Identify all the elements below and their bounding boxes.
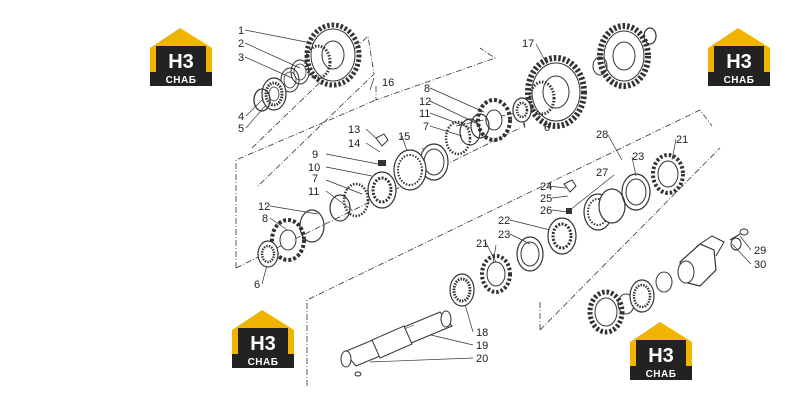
callout-1: 1 bbox=[238, 25, 244, 37]
callout-6b: 6 bbox=[254, 279, 260, 291]
callout-8b: 8 bbox=[262, 213, 268, 225]
washer-part-30 bbox=[730, 237, 742, 251]
flange-yoke bbox=[677, 235, 725, 287]
callout-7b: 7 bbox=[312, 173, 318, 185]
callout-16: 16 bbox=[382, 77, 394, 89]
output-gear-assembly bbox=[587, 271, 673, 335]
callout-3: 3 bbox=[238, 52, 244, 64]
callout-11b: 11 bbox=[308, 186, 319, 198]
bearing-part-6-lower bbox=[257, 240, 279, 268]
callout-21a: 21 bbox=[676, 134, 688, 146]
callout-6a: 6 bbox=[544, 122, 550, 134]
callout-27: 27 bbox=[596, 167, 608, 179]
logo-watermark-bottom-left: Н3 СНАБ bbox=[232, 310, 294, 368]
synchro-hub-part-10 bbox=[367, 160, 397, 209]
bolt-part-29 bbox=[729, 228, 749, 241]
callout-23b: 23 bbox=[498, 229, 510, 241]
sleeve-part-27 bbox=[583, 188, 626, 231]
logo-sub: СНАБ bbox=[724, 75, 755, 86]
washer-part-2 bbox=[290, 59, 310, 85]
callout-12b: 12 bbox=[258, 201, 270, 213]
callout-10: 10 bbox=[308, 162, 320, 174]
logo-watermark-bottom-right: Н3 СНАБ bbox=[630, 322, 692, 380]
logo-mark: Н3 bbox=[648, 345, 674, 367]
ring-part-7-lower bbox=[342, 182, 370, 218]
washer-part-3 bbox=[280, 67, 300, 93]
callout-25: 25 bbox=[540, 193, 552, 205]
ring-part-7-upper bbox=[444, 120, 472, 156]
callout-28: 28 bbox=[596, 129, 608, 141]
gear-part-1 bbox=[304, 22, 362, 88]
ring-part-11-lower bbox=[329, 194, 351, 222]
callout-11a: 11 bbox=[419, 108, 430, 120]
leader-lines bbox=[244, 29, 752, 363]
gear-part-17 bbox=[525, 55, 587, 129]
logo-mark: Н3 bbox=[250, 333, 276, 355]
callout-20: 20 bbox=[476, 353, 488, 365]
synchro-hub-part-22 bbox=[547, 208, 577, 255]
gear-part-top-right bbox=[592, 23, 657, 89]
gear-part-21-lower bbox=[480, 254, 512, 294]
logo-sub: СНАБ bbox=[248, 357, 279, 368]
callout-17: 17 bbox=[522, 38, 534, 50]
ring-part-12-lower bbox=[299, 209, 325, 243]
synchro-hub-part-8-upper bbox=[476, 98, 512, 142]
callout-13: 13 bbox=[348, 124, 360, 136]
callout-8a: 8 bbox=[424, 83, 430, 95]
callout-14: 14 bbox=[348, 138, 360, 150]
logo-mark: Н3 bbox=[726, 51, 752, 73]
callout-7a: 7 bbox=[423, 121, 429, 133]
bearing-part-18 bbox=[449, 273, 475, 307]
ring-part-12-upper bbox=[470, 113, 490, 139]
bearing-part-5 bbox=[261, 77, 287, 111]
callout-21b: 21 bbox=[476, 238, 488, 250]
logo-watermark-top-left: Н3 СНАБ bbox=[150, 28, 212, 86]
callout-23a: 23 bbox=[632, 151, 644, 163]
pin-part-20 bbox=[354, 371, 362, 377]
callout-12a: 12 bbox=[419, 96, 431, 108]
bearing-part-6-upper bbox=[512, 97, 532, 123]
circlip-part-4 bbox=[253, 88, 271, 112]
callout-24: 24 bbox=[540, 181, 552, 193]
logo-mark: Н3 bbox=[168, 51, 194, 73]
detent-part-24 bbox=[563, 179, 577, 193]
sleeve-part-15 bbox=[393, 143, 449, 191]
logo-watermark-top-right: Н3 СНАБ bbox=[708, 28, 770, 86]
ring-part-23-lower bbox=[516, 236, 544, 272]
logo-sub: СНАБ bbox=[646, 369, 677, 380]
shaft-part-19 bbox=[340, 310, 453, 368]
callout-19: 19 bbox=[476, 340, 488, 352]
detent-part-13 bbox=[375, 133, 389, 147]
callout-5: 5 bbox=[238, 123, 244, 135]
gear-part-21-upper bbox=[651, 153, 685, 195]
callout-22: 22 bbox=[498, 215, 510, 227]
logo-sub: СНАБ bbox=[166, 75, 197, 86]
callout-labels: 1 2 3 4 5 6 7 8 9 10 11 12 13 14 15 16 1… bbox=[238, 25, 766, 365]
callout-15: 15 bbox=[398, 131, 410, 143]
callout-26: 26 bbox=[540, 205, 552, 217]
callout-9: 9 bbox=[312, 149, 318, 161]
callout-30: 30 bbox=[754, 259, 766, 271]
ring-part-23-upper bbox=[621, 173, 651, 211]
synchro-hub-part-8-lower bbox=[270, 218, 306, 262]
callout-18: 18 bbox=[476, 327, 488, 339]
callout-29: 29 bbox=[754, 245, 766, 257]
callout-4: 4 bbox=[238, 111, 244, 123]
callout-2: 2 bbox=[238, 38, 244, 50]
